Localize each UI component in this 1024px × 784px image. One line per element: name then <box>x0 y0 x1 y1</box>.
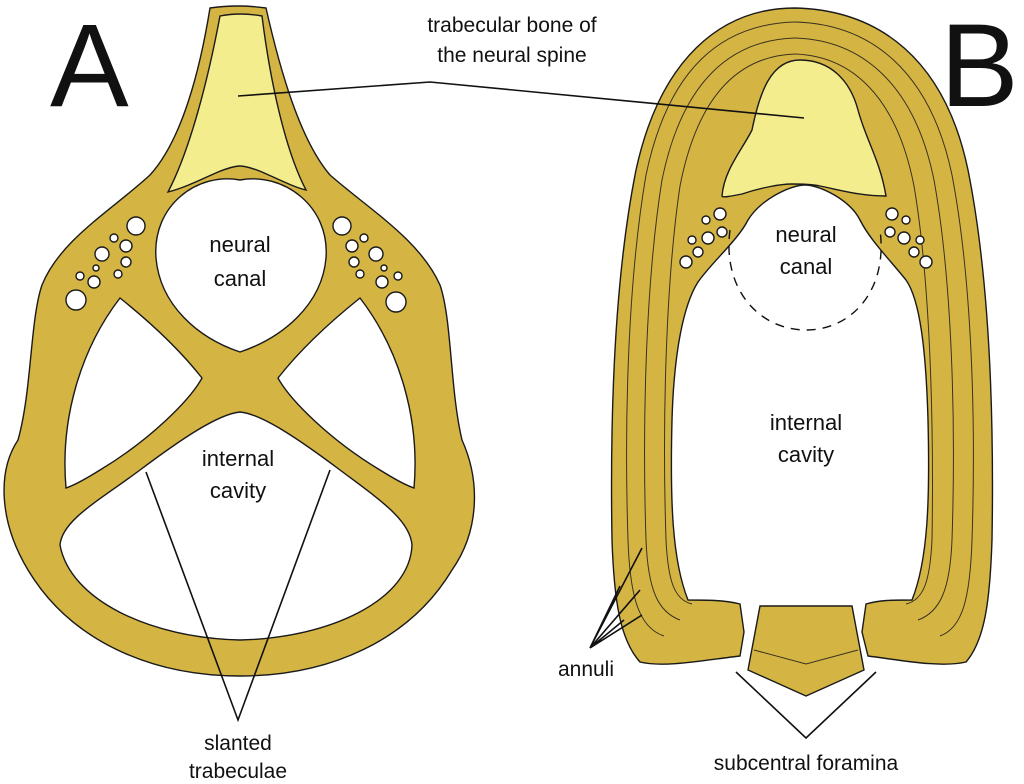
panel-a-internal-cavity-label-1: internal <box>202 446 274 471</box>
panel-a-neural-canal-label-1: neural <box>209 232 270 257</box>
panel-b-right-foramina <box>884 207 933 269</box>
panel-a-right-foramina <box>332 216 407 313</box>
panel-a-slanted-trabeculae-leader <box>145 469 331 723</box>
panel-b-internal-cavity-label-1: internal <box>770 410 842 435</box>
panel-a: A <box>3 0 476 783</box>
panel-b-neural-canal-label-1: neural <box>775 222 836 247</box>
panel-b-annuli-rings <box>626 21 974 637</box>
panel-b-left-foramina <box>679 207 728 269</box>
panel-a-internal-cavity-label-2: cavity <box>210 478 266 503</box>
panel-b-internal-cavity-label-2: cavity <box>778 442 834 467</box>
panel-a-letter: A <box>50 0 129 132</box>
trabecular-bone-label-1: trabecular bone of <box>427 14 596 37</box>
panel-b-annuli-leader <box>589 547 643 649</box>
trabecular-bone-leader <box>237 81 805 119</box>
panel-a-right-lateral-cavity <box>277 297 416 489</box>
panel-b: B <box>558 0 1019 775</box>
panel-b-subcentral-foramina-label: subcentral foramina <box>714 752 899 775</box>
panel-b-neural-spine-trabecular-bone <box>721 59 887 198</box>
panel-a-left-foramina <box>65 216 146 311</box>
panel-a-left-lateral-cavity <box>64 297 203 489</box>
panel-a-neural-spine-trabecular-bone <box>166 13 308 194</box>
panel-a-slanted-trabeculae-label-1: slanted <box>204 732 272 755</box>
panel-b-neural-canal-outline <box>728 229 882 331</box>
panel-a-neural-canal-label-2: canal <box>214 266 267 291</box>
trabecular-bone-label-2: the neural spine <box>437 44 586 67</box>
trabecular-bone-annotation: trabecular bone of the neural spine <box>237 14 805 119</box>
panel-b-letter: B <box>940 0 1019 132</box>
panel-a-slanted-trabeculae-label-2: trabeculae <box>189 760 287 783</box>
panel-b-annuli-label: annuli <box>558 658 614 681</box>
panel-b-neural-canal-label-2: canal <box>780 254 833 279</box>
panel-a-neural-canal <box>155 178 327 353</box>
panel-a-internal-cavity <box>59 411 413 641</box>
panel-b-subcentral-foramina-leader <box>735 671 877 740</box>
panel-b-central-ventral-piece <box>747 605 865 697</box>
